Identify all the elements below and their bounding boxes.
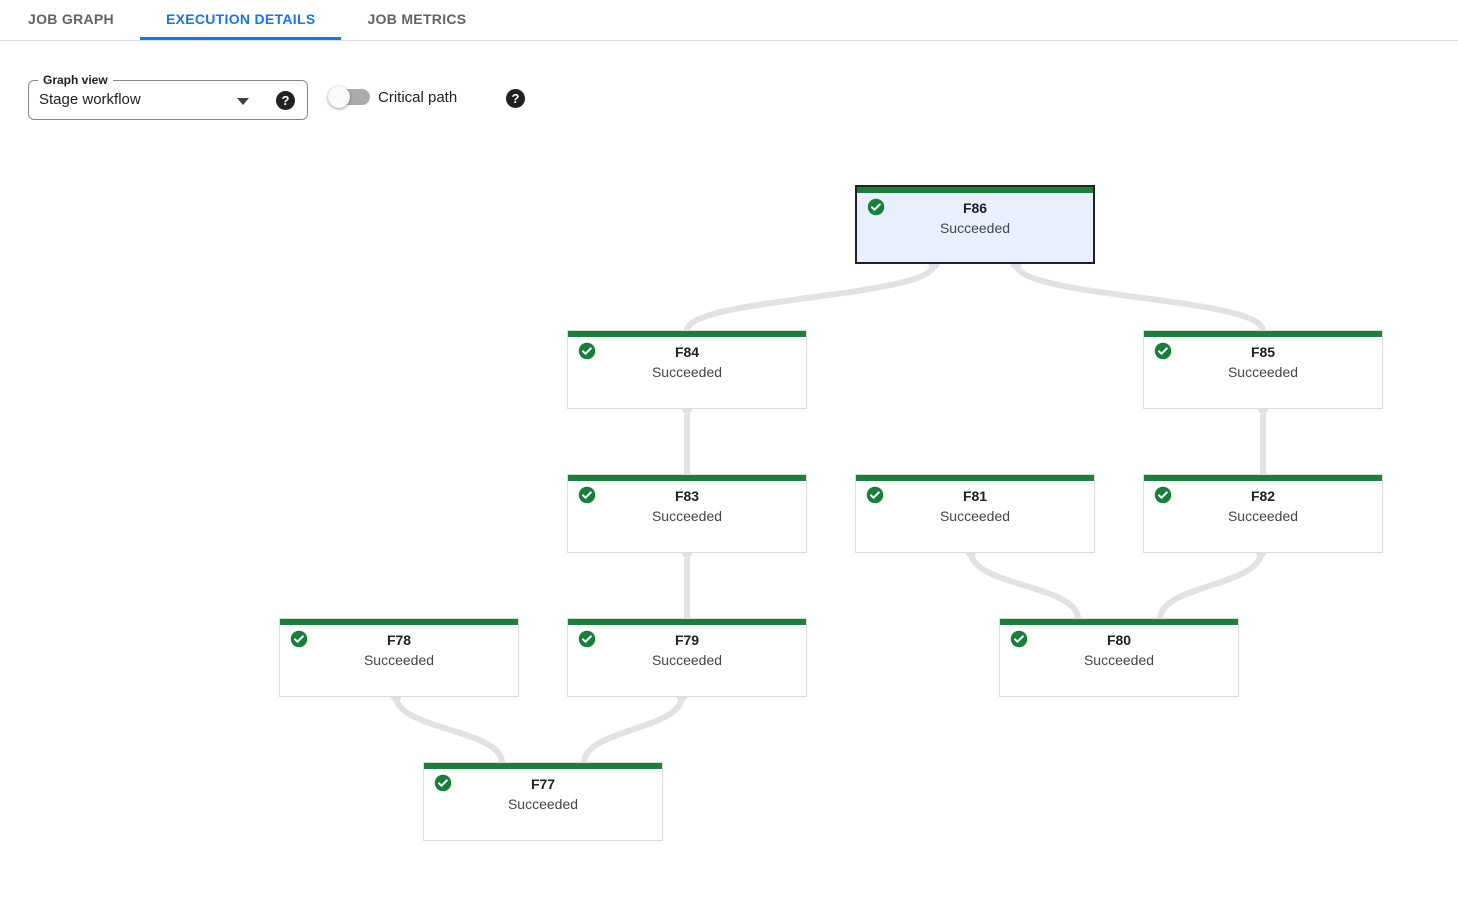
stage-node-F78[interactable]: F78 Succeeded: [279, 618, 519, 697]
stage-node-F86[interactable]: F86 Succeeded: [855, 185, 1095, 264]
stage-node-status: Succeeded: [507, 796, 579, 812]
stage-node-label: F79: [674, 632, 700, 648]
graph-view-value: Stage workflow: [39, 91, 141, 108]
stage-node-status: Succeeded: [651, 508, 723, 524]
critical-path-label: Critical path: [378, 89, 458, 106]
success-check-icon: [1154, 486, 1172, 504]
edge-F79-F77: [581, 693, 685, 766]
stage-node-F84[interactable]: F84 Succeeded: [567, 330, 807, 409]
status-bar: [857, 187, 1093, 193]
status-bar: [856, 475, 1094, 481]
stage-node-status: Succeeded: [939, 508, 1011, 524]
stage-node-F83[interactable]: F83 Succeeded: [567, 474, 807, 553]
success-check-icon: [1154, 342, 1172, 360]
stage-node-F81[interactable]: F81 Succeeded: [855, 474, 1095, 553]
tab-job-metrics[interactable]: JOB METRICS: [367, 10, 467, 27]
stage-node-status: Succeeded: [939, 220, 1011, 236]
status-bar: [568, 331, 806, 337]
critical-path-help-icon[interactable]: ?: [506, 89, 525, 108]
stage-node-label: F84: [674, 344, 700, 360]
stage-node-label: F85: [1250, 344, 1276, 360]
critical-path-toggle[interactable]: [328, 86, 370, 108]
edge-F81-F80: [968, 549, 1081, 622]
stage-node-label: F82: [1250, 488, 1276, 504]
stage-node-F80[interactable]: F80 Succeeded: [999, 618, 1239, 697]
graph-view-help-icon[interactable]: ?: [276, 91, 295, 110]
status-bar: [1144, 331, 1382, 337]
stage-node-status: Succeeded: [1227, 364, 1299, 380]
status-bar: [1000, 619, 1238, 625]
success-check-icon: [578, 342, 596, 360]
tab-execution-details[interactable]: EXECUTION DETAILS: [139, 0, 342, 40]
stage-node-label: F78: [386, 632, 412, 648]
stage-node-label: F81: [962, 488, 988, 504]
stage-node-status: Succeeded: [651, 652, 723, 668]
graph-view-select[interactable]: Graph view Stage workflow ?: [28, 72, 308, 120]
success-check-icon: [867, 198, 885, 216]
stage-node-status: Succeeded: [363, 652, 435, 668]
stage-node-label: F77: [530, 776, 556, 792]
tab-bar: JOB GRAPH EXECUTION DETAILS JOB METRICS: [0, 0, 1458, 41]
success-check-icon: [290, 630, 308, 648]
success-check-icon: [578, 486, 596, 504]
graph-view-label: Graph view: [38, 72, 113, 88]
tab-job-graph[interactable]: JOB GRAPH: [28, 10, 114, 27]
stage-node-label: F80: [1106, 632, 1132, 648]
status-bar: [280, 619, 518, 625]
status-bar: [424, 763, 662, 769]
success-check-icon: [434, 774, 452, 792]
edge-F82-F80: [1157, 549, 1264, 622]
edge-F78-F77: [393, 693, 505, 766]
chevron-down-icon: [237, 98, 249, 105]
success-check-icon: [866, 486, 884, 504]
success-check-icon: [578, 630, 596, 648]
stage-node-label: F86: [962, 200, 988, 216]
stage-node-F77[interactable]: F77 Succeeded: [423, 762, 663, 841]
success-check-icon: [1010, 630, 1028, 648]
status-bar: [1144, 475, 1382, 481]
status-bar: [568, 619, 806, 625]
stage-node-F85[interactable]: F85 Succeeded: [1143, 330, 1383, 409]
stage-node-status: Succeeded: [651, 364, 723, 380]
edge-F86-F85: [1013, 261, 1266, 334]
stage-node-F79[interactable]: F79 Succeeded: [567, 618, 807, 697]
status-bar: [568, 475, 806, 481]
toggle-thumb: [328, 86, 350, 108]
edge-F86-F84: [684, 261, 937, 334]
stage-node-label: F83: [674, 488, 700, 504]
stage-node-status: Succeeded: [1227, 508, 1299, 524]
stage-node-F82[interactable]: F82 Succeeded: [1143, 474, 1383, 553]
stage-node-status: Succeeded: [1083, 652, 1155, 668]
